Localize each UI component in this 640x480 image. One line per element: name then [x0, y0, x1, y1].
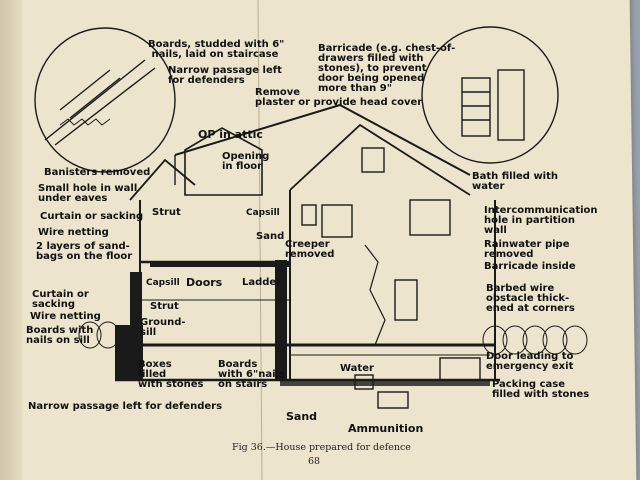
- label-boards-stairs: Boards with 6"nails on stairs: [218, 359, 285, 390]
- label-intercom-hole: Intercommunication hole in partition wal…: [484, 205, 598, 236]
- label-barricade-chest: Barricade (e.g. chest-of- drawers filled…: [318, 43, 456, 94]
- label-curtain-sacking-top: Curtain or sacking: [40, 211, 144, 222]
- label-wire-netting-low: Wire netting: [30, 311, 101, 322]
- label-op-attic: OP in attic: [198, 128, 263, 141]
- label-curtain-sacking-low: Curtain or sacking: [32, 289, 89, 310]
- label-barbed-wire: Barbed wire obstacle thick- ened at corn…: [486, 283, 575, 314]
- label-creeper-removed: Creeper removed: [285, 239, 335, 260]
- window: [394, 279, 418, 321]
- label-sandbags: 2 layers of sand- bags on the floor: [36, 241, 133, 262]
- label-narrow-passage-top: Narrow passage left for defenders: [168, 65, 282, 86]
- label-narrow-passage-bottom: Narrow passage left for defenders: [28, 401, 223, 412]
- label-capsill-top: Capsill: [246, 208, 280, 218]
- label-boxes-stones: Boxes filled with stones: [138, 359, 204, 390]
- label-barricade-inside: Barricade inside: [484, 261, 576, 272]
- label-rainwater-pipe: Rainwater pipe removed: [484, 239, 570, 260]
- label-door-emergency: Door leading to emergency exit: [486, 351, 574, 372]
- facing-page-edge: [0, 0, 22, 480]
- window: [361, 147, 385, 173]
- page-number: 68: [308, 456, 321, 467]
- label-remove-plaster: Remove plaster or provide head cover: [255, 87, 423, 108]
- staircase-inset-circle: [34, 27, 176, 173]
- figure-caption: Fig 36.—House prepared for defence: [232, 442, 411, 453]
- label-ladder: Ladder: [242, 277, 282, 288]
- door-barricade-inset-circle: [421, 26, 559, 164]
- label-capsill-low: Capsill: [146, 278, 180, 288]
- label-bath-water: Bath filled with water: [472, 171, 559, 192]
- label-banisters-removed: Banisters removed: [44, 167, 151, 178]
- label-small-hole: Small hole in wall under eaves: [38, 183, 138, 204]
- label-strut-top: Strut: [152, 207, 181, 218]
- label-boards-nails-sill: Boards with nails on sill: [26, 325, 94, 346]
- label-boards-studded: Boards, studded with 6" nails, laid on s…: [148, 39, 285, 60]
- label-sand-top: Sand: [256, 231, 285, 242]
- label-opening-floor: Opening in floor: [222, 151, 270, 172]
- window: [321, 204, 353, 238]
- label-wire-netting-top: Wire netting: [38, 227, 109, 238]
- label-packing-case: Packing case filled with stones: [492, 379, 590, 400]
- label-strut-low: Strut: [150, 301, 179, 312]
- label-sand-bottom: Sand: [286, 410, 318, 423]
- label-ammunition: Ammunition: [348, 422, 424, 435]
- label-water: Water: [340, 363, 374, 374]
- door: [439, 357, 481, 381]
- label-doors: Doors: [186, 276, 223, 289]
- window: [409, 199, 451, 236]
- label-groundsill: Ground- sill: [140, 317, 186, 338]
